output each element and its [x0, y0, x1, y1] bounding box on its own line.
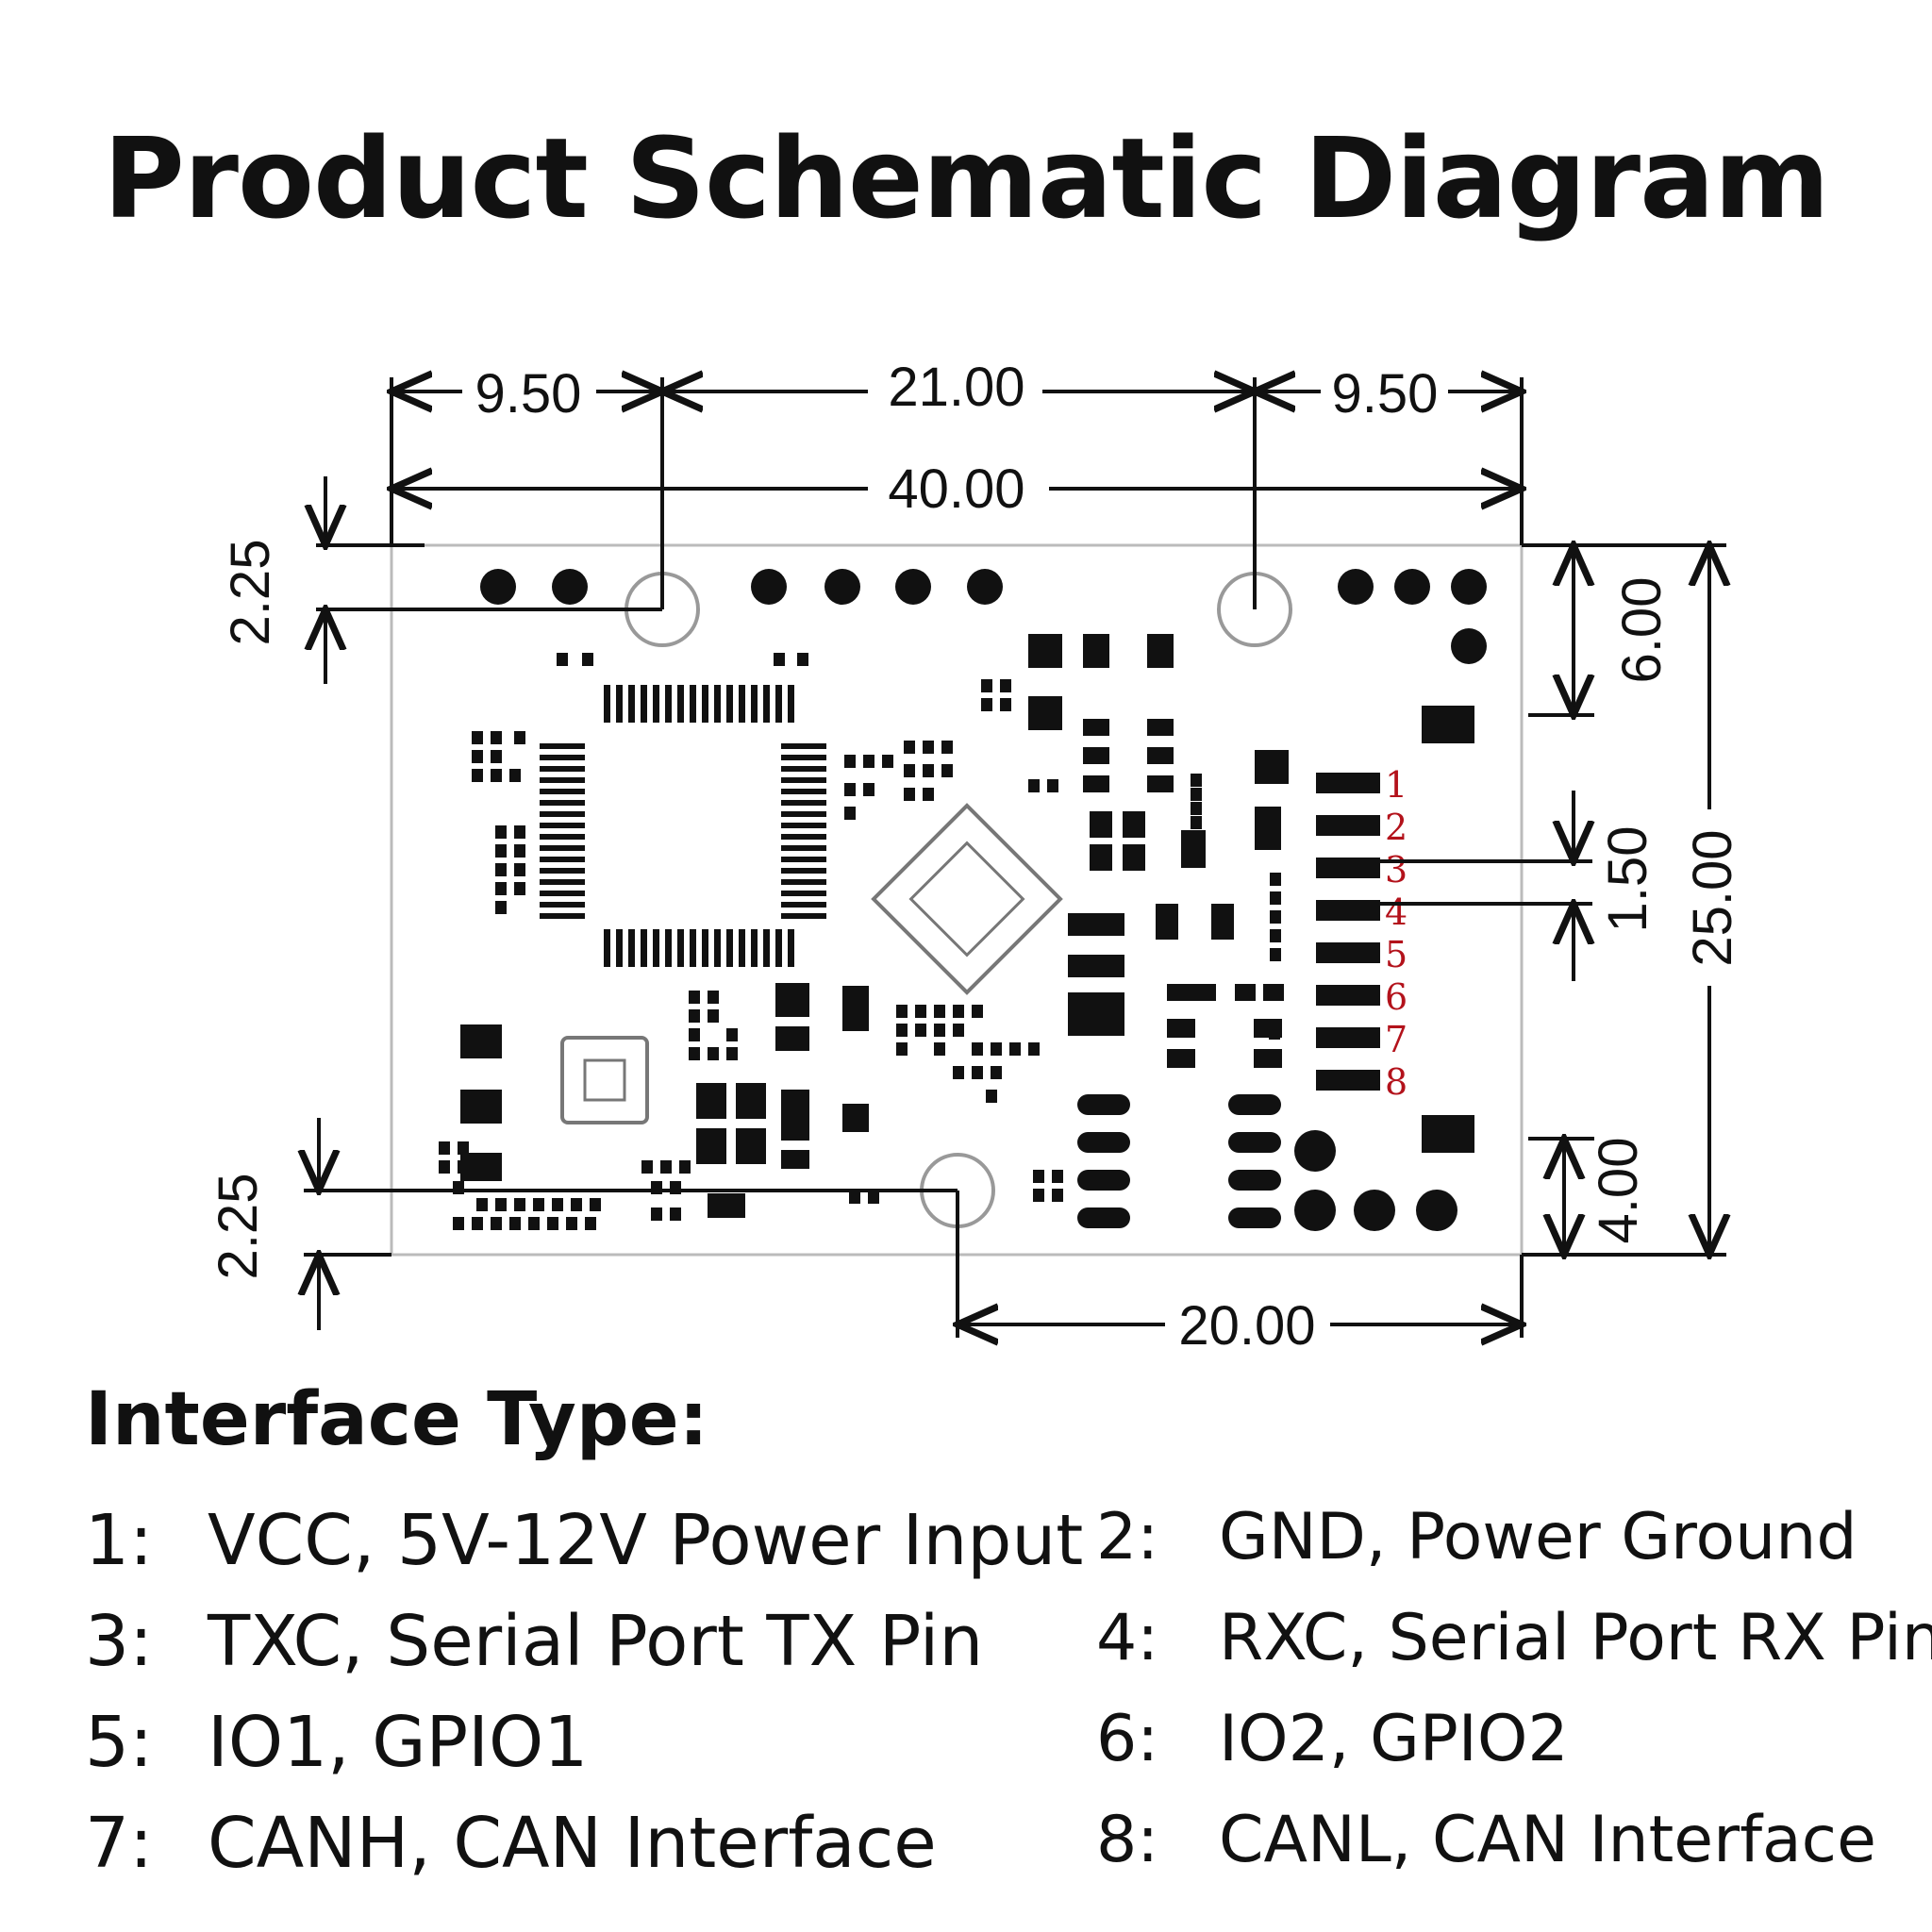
- interface-item-text: RXC, Serial Port RX Pin: [1219, 1601, 1932, 1675]
- dimension-lines: [304, 377, 1726, 1338]
- pin-number-label: 5: [1385, 934, 1407, 975]
- dim-left-top-margin: 2.25: [220, 540, 281, 646]
- dim-left-bottom-margin: 2.25: [208, 1174, 269, 1280]
- dim-right-bottom-offset: 4.00: [1588, 1138, 1649, 1244]
- interface-item-number: 6:: [1096, 1702, 1159, 1776]
- interface-item-number: 5:: [85, 1702, 154, 1783]
- bottom-pads: [1294, 1130, 1457, 1231]
- interface-item: 8: CANL, CAN Interface: [1096, 1803, 1876, 1877]
- interface-item: 2: GND, Power Ground: [1096, 1500, 1857, 1574]
- center-qfn-chip: [871, 803, 1063, 995]
- interface-heading: Interface Type:: [85, 1377, 708, 1462]
- dim-right-top-offset: 6.00: [1611, 577, 1673, 684]
- dim-pin-pitch: 1.50: [1597, 826, 1658, 933]
- interface-item-text: IO1, GPIO1: [208, 1702, 589, 1783]
- interface-item-number: 7:: [85, 1803, 154, 1884]
- pin-pad: [1316, 773, 1380, 793]
- interface-item-text: GND, Power Ground: [1219, 1500, 1857, 1574]
- interface-item-number: 8:: [1096, 1803, 1159, 1877]
- pin-pad: [1316, 1027, 1380, 1048]
- pin-pad: [1316, 942, 1380, 963]
- interface-item: 3: TXC, Serial Port TX Pin: [85, 1601, 983, 1682]
- interface-item-number: 3:: [85, 1601, 154, 1682]
- interface-item-number: 1:: [85, 1500, 154, 1581]
- interface-item: 4: RXC, Serial Port RX Pin: [1096, 1601, 1932, 1675]
- pin-pad: [1316, 1070, 1380, 1091]
- interface-item-number: 2:: [1096, 1500, 1159, 1574]
- interface-item: 1: VCC, 5V-12V Power Input: [85, 1500, 1083, 1581]
- interface-item-text: IO2, GPIO2: [1219, 1702, 1569, 1776]
- dim-overall-height: 25.00: [1682, 829, 1743, 966]
- smd-passives-small: [439, 653, 1281, 1230]
- pin-pad: [1316, 900, 1380, 921]
- pin-number-label: 1: [1385, 764, 1407, 806]
- dim-top-center-span: 21.00: [888, 357, 1024, 418]
- interface-item-text: TXC, Serial Port TX Pin: [208, 1601, 984, 1682]
- small-qfn-chip: [560, 1036, 649, 1124]
- bottom-oval-pads: [1077, 1094, 1281, 1228]
- interface-item-text: VCC, 5V-12V Power Input: [208, 1500, 1084, 1581]
- page-title: Product Schematic Diagram: [103, 113, 1829, 243]
- dim-top-right-offset: 9.50: [1332, 363, 1439, 425]
- dim-bottom-hole-offset: 20.00: [1178, 1295, 1315, 1357]
- interface-item-text: CANH, CAN Interface: [208, 1803, 937, 1884]
- top-header-pads: [480, 569, 1487, 664]
- pin-pad: [1316, 815, 1380, 836]
- pin-pad: [1316, 985, 1380, 1006]
- pin-number-label: 7: [1385, 1019, 1407, 1060]
- pin-number-label: 3: [1385, 849, 1407, 891]
- interface-item-text: CANL, CAN Interface: [1219, 1803, 1876, 1877]
- pin-number-label: 2: [1385, 807, 1407, 848]
- dim-top-left-offset: 9.50: [475, 363, 582, 425]
- smd-components: [460, 634, 1474, 1218]
- interface-item: 5: IO1, GPIO1: [85, 1702, 588, 1783]
- pin-pad: [1316, 858, 1380, 878]
- qfp-pins: [540, 685, 826, 967]
- pin-number-label: 8: [1385, 1061, 1407, 1103]
- interface-item: 6: IO2, GPIO2: [1096, 1702, 1569, 1776]
- pin-header-pads: [1316, 773, 1380, 1091]
- interface-item-number: 4:: [1096, 1601, 1159, 1675]
- interface-item: 7: CANH, CAN Interface: [85, 1803, 937, 1884]
- pin-number-label: 6: [1385, 976, 1407, 1018]
- dim-overall-width: 40.00: [888, 458, 1024, 520]
- pin-number-label: 4: [1385, 891, 1407, 933]
